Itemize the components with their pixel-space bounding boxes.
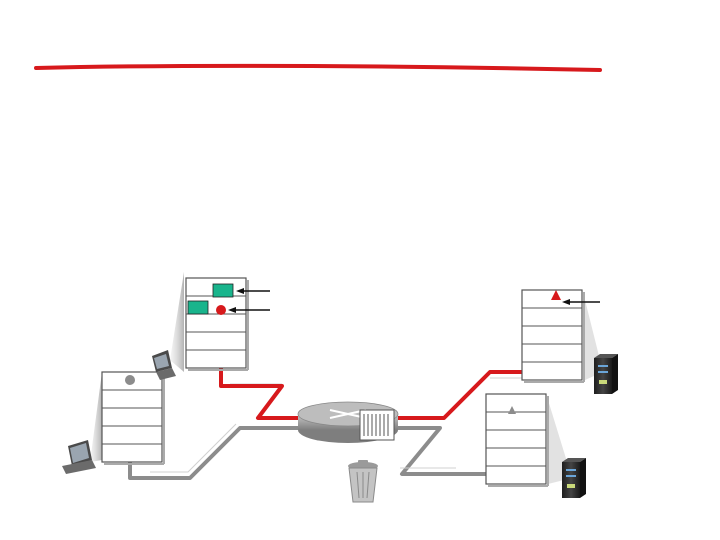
- pointer-arrowhead-1: [236, 288, 244, 294]
- socket-dot-sender: [216, 305, 226, 315]
- beam-left-bottom: [90, 372, 102, 462]
- laptop-icon: [62, 440, 96, 474]
- router-icon: [297, 401, 399, 443]
- title-underline: [34, 63, 602, 72]
- red-arrowhead-up: [551, 290, 561, 300]
- laptop-icon: [152, 350, 176, 380]
- server-icon: [562, 458, 586, 498]
- server-icon: [594, 354, 618, 394]
- segment-top: [212, 283, 234, 298]
- trash-can-icon: [348, 460, 378, 503]
- pointer-arrowhead-2: [228, 307, 236, 313]
- beam-left-top: [170, 272, 184, 372]
- protocol-stack-dest: [485, 393, 549, 487]
- segment-second: [187, 300, 209, 315]
- protocol-stack-receiver: [521, 289, 585, 383]
- protocol-stack-source: [101, 371, 165, 465]
- pointer-arrowhead-3: [562, 299, 570, 305]
- gray-arrowhead-up: [508, 406, 516, 414]
- socket-dot-source: [125, 375, 135, 385]
